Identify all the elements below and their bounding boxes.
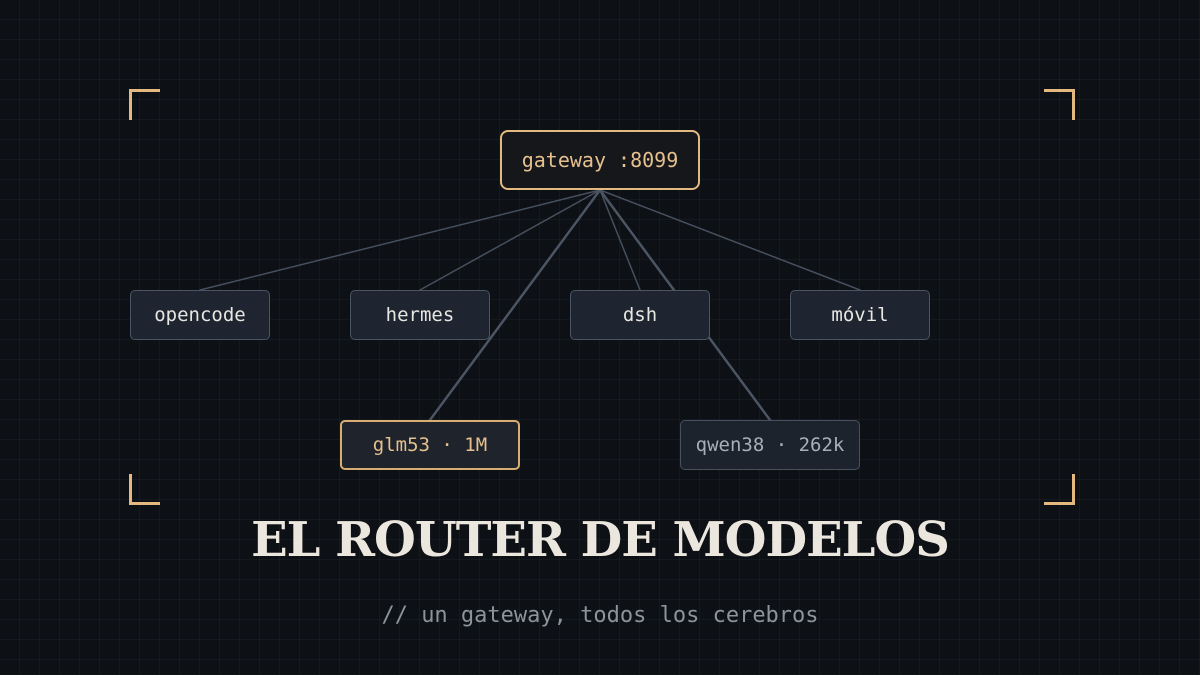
model-node-qwen38: qwen38 · 262k [680, 420, 860, 470]
client-label: opencode [154, 304, 246, 326]
model-label: glm53 · 1M [372, 434, 488, 456]
frame-corner-top-right [1044, 89, 1075, 120]
edge-gateway-hermes [419, 189, 601, 291]
edge-gateway-dsh [599, 189, 641, 291]
page-title: EL ROUTER DE MODELOS [251, 512, 950, 568]
page-subtitle: // un gateway, todos los cerebros [381, 603, 819, 628]
edge-gateway-opencode [199, 189, 601, 291]
client-label: hermes [385, 304, 455, 326]
client-node-movil: móvil [790, 290, 930, 340]
frame-corner-bottom-left [129, 474, 160, 505]
client-node-hermes: hermes [350, 290, 490, 340]
client-node-dsh: dsh [570, 290, 710, 340]
edge-gateway-movil [599, 189, 861, 291]
client-label: dsh [622, 304, 658, 326]
frame-corner-bottom-right [1044, 474, 1075, 505]
gateway-node: gateway :8099 [500, 130, 700, 190]
gateway-label: gateway :8099 [521, 148, 679, 172]
client-node-opencode: opencode [130, 290, 270, 340]
model-label: qwen38 · 262k [695, 434, 845, 456]
frame-corner-top-left [129, 89, 160, 120]
edge-gateway-glm53 [428, 188, 602, 422]
model-node-glm53: glm53 · 1M [340, 420, 520, 470]
client-label: móvil [831, 304, 889, 326]
